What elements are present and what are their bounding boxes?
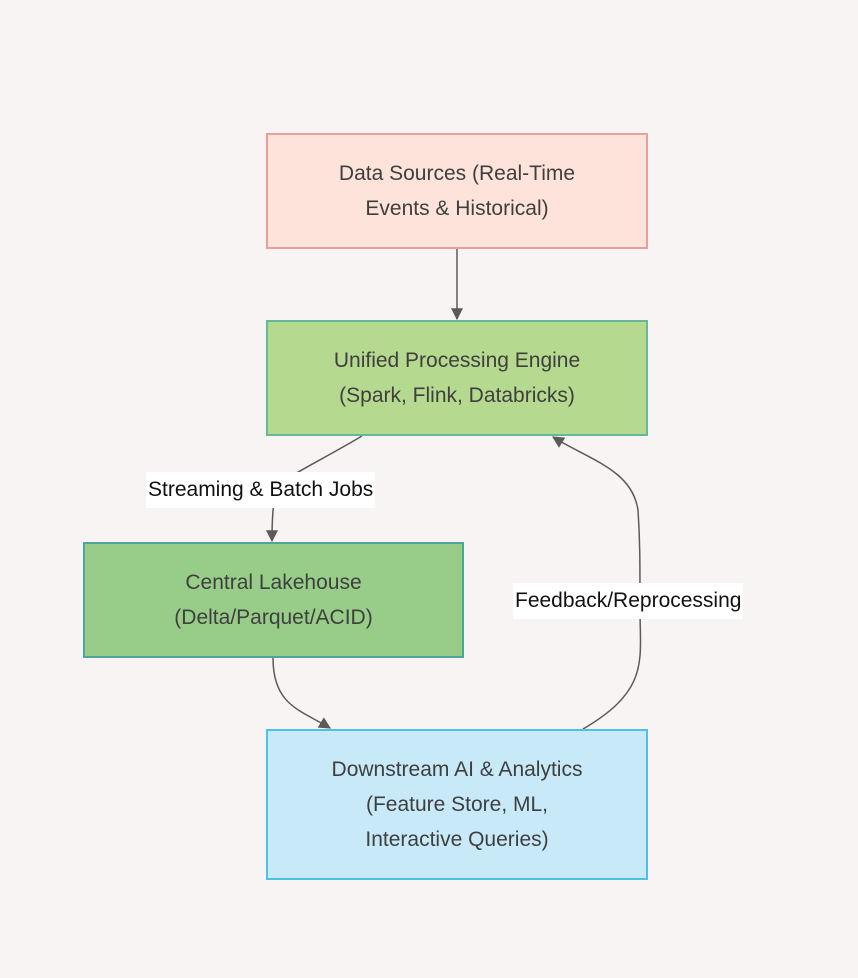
node-label-line: Data Sources (Real-Time [338,162,576,185]
downstream-node[interactable]: Downstream AI & Analytics (Feature Store… [266,729,648,880]
node-label-line: Events & Historical) [365,197,549,220]
processing-engine-node[interactable]: Unified Processing Engine (Spark, Flink,… [266,320,648,436]
feedback-edge-label: Feedback/Reprocessing [513,583,744,619]
edge-feedback [551,436,642,730]
data-sources-node[interactable]: Data Sources (Real-Time Events & Histori… [266,133,648,249]
node-label-line: Downstream AI & Analytics [331,758,583,781]
edge-lakehouse-to-downstream [272,657,332,729]
node-label-line: Interactive Queries) [365,828,549,851]
node-label-line: (Spark, Flink, Databricks) [339,384,575,407]
node-label-line: (Feature Store, ML, [365,793,549,816]
node-label-line: Unified Processing Engine [333,349,581,372]
lakehouse-node[interactable]: Central Lakehouse (Delta/Parquet/ACID) [83,542,464,658]
node-label-line: Central Lakehouse [185,571,362,594]
node-label-line: (Delta/Parquet/ACID) [174,606,373,629]
streaming-edge-label: Streaming & Batch Jobs [146,472,376,508]
